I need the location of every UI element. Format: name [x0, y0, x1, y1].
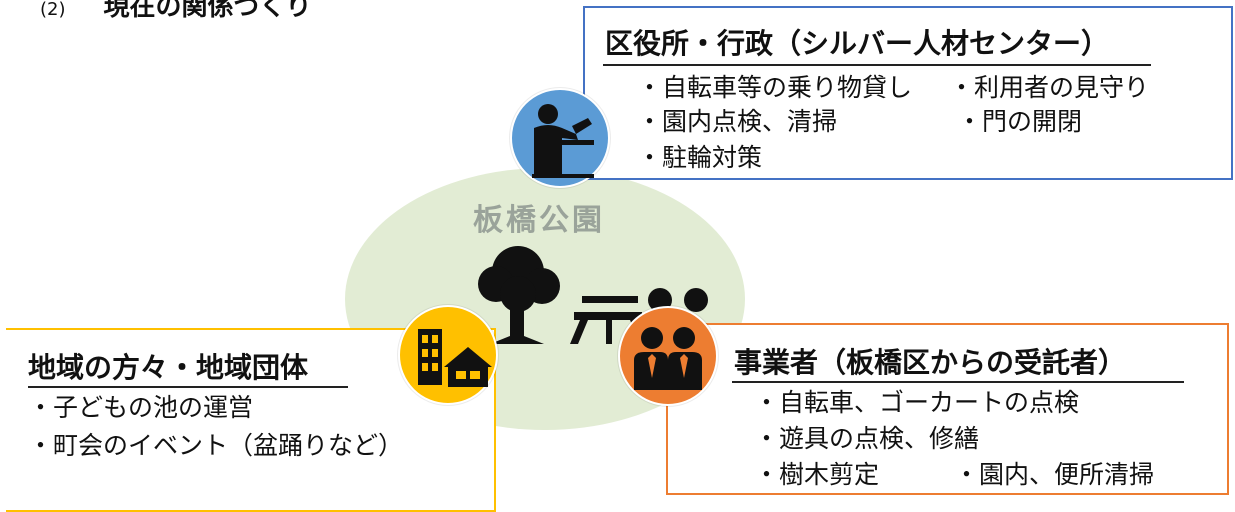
section-title: 現在の関係づくり — [103, 0, 312, 22]
park-tree-bench-icon — [478, 246, 708, 344]
government-title: 区役所・行政（シルバー人材センター） — [605, 27, 1110, 60]
business-title-rule — [732, 381, 1184, 383]
two-people-icon — [634, 327, 702, 390]
government-item: ・利用者の見守り — [949, 73, 1150, 102]
park-name: 板橋公園 — [473, 203, 605, 238]
local-item: ・町会のイベント（盆踊りなど） — [28, 431, 404, 460]
government-title-rule — [603, 64, 1151, 66]
person-at-desk-icon — [532, 104, 594, 178]
business-item: ・樹木剪定 — [754, 460, 880, 489]
government-icon-circle — [510, 88, 610, 188]
section-heading: (2) 現在の関係づくり — [40, 0, 312, 23]
local-title-rule — [28, 386, 348, 388]
business-item: ・自転車、ゴーカートの点検 — [754, 388, 1080, 417]
local-item: ・子どもの池の運営 — [28, 393, 254, 422]
government-item: ・園内点検、清掃 — [637, 107, 838, 136]
government-item: ・駐輪対策 — [637, 143, 763, 172]
local-title: 地域の方々・地域団体 — [28, 351, 309, 384]
government-item: ・自転車等の乗り物貸し — [637, 73, 913, 102]
government-item: ・門の開閉 — [957, 107, 1083, 136]
business-icon-circle — [618, 306, 718, 406]
section-number: (2) — [40, 0, 66, 20]
government-box: 区役所・行政（シルバー人材センター） ・自転車等の乗り物貸し ・利用者の見守り … — [583, 6, 1233, 180]
buildings-house-icon — [418, 329, 492, 387]
business-title: 事業者（板橋区からの受託者） — [734, 346, 1127, 379]
local-icon-circle — [398, 305, 498, 405]
business-item: ・園内、便所清掃 — [954, 460, 1155, 489]
local-box: 地域の方々・地域団体 ・子どもの池の運営 ・町会のイベント（盆踊りなど） — [6, 328, 496, 512]
business-item: ・遊具の点検、修繕 — [754, 424, 980, 453]
business-box: 事業者（板橋区からの受託者） ・自転車、ゴーカートの点検 ・遊具の点検、修繕 ・… — [666, 323, 1229, 495]
